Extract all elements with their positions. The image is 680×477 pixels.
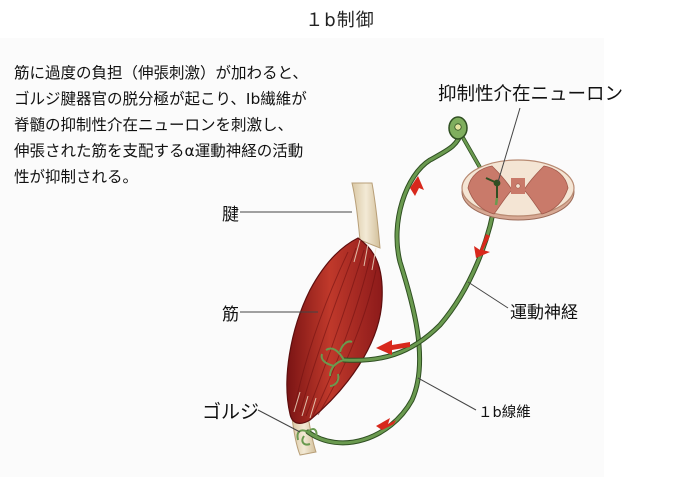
upper-tendon [352,183,380,248]
label-tendon: 腱 [222,200,239,225]
signal-arrows [376,176,490,430]
label-muscle: 筋 [222,300,239,325]
ib-fiber-leader [418,378,476,410]
motor-nerve-leader [468,282,508,308]
label-interneuron: 抑制性介在ニューロン [438,80,623,106]
label-motor-nerve: 運動神経 [510,298,578,323]
spinal-cord [462,160,574,220]
label-ib-fiber: １b線維 [478,401,531,422]
arrow-down-icon [474,234,490,258]
label-golgi: ゴルジ [202,397,259,424]
